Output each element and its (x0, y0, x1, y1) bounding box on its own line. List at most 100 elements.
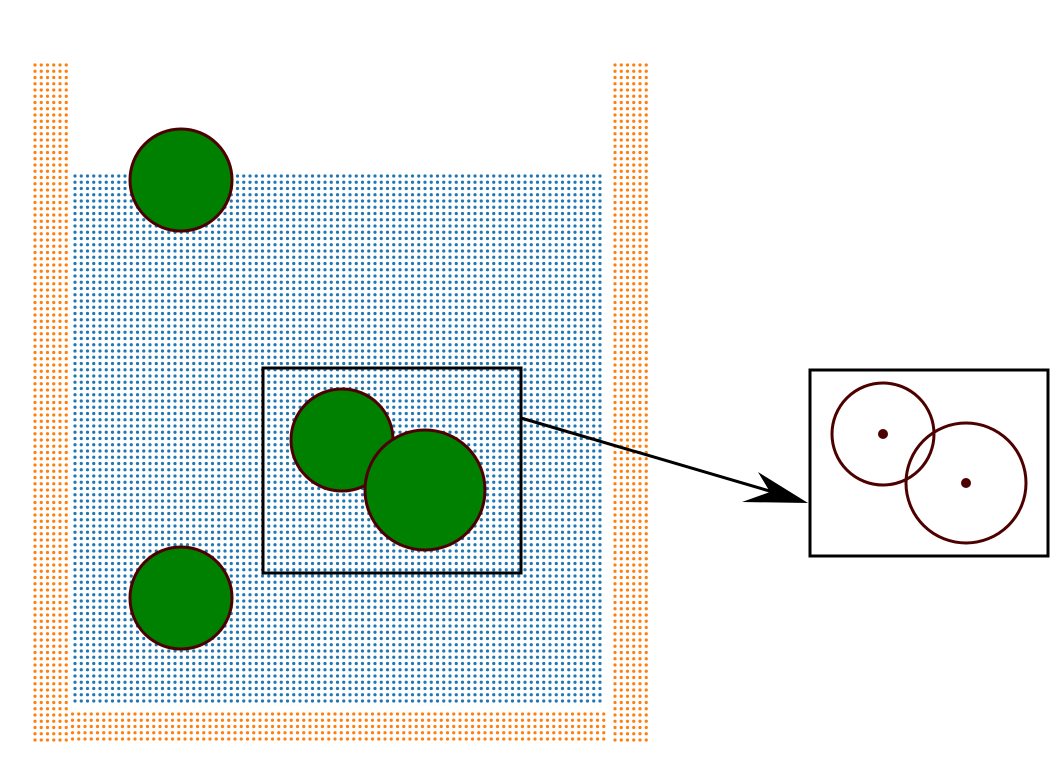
fluid-particle (385, 224, 390, 228)
fluid-particle (354, 336, 358, 341)
wall-particle (58, 338, 62, 342)
fluid-particle (442, 393, 446, 397)
fluid-particle (335, 318, 340, 322)
fluid-particle (179, 399, 183, 403)
fluid-particle (73, 199, 77, 203)
fluid-particle (304, 355, 308, 359)
fluid-particle (498, 236, 502, 241)
fluid-particle (348, 343, 352, 347)
fluid-particle (442, 380, 446, 384)
fluid-particle (242, 411, 246, 416)
fluid-particle (454, 374, 458, 378)
wall-particle (45, 107, 50, 111)
fluid-particle (560, 261, 565, 266)
wall-particle (45, 175, 50, 180)
fluid-particle (360, 261, 365, 266)
wall-particle (644, 532, 648, 536)
wall-particle (64, 557, 68, 561)
fluid-particle (404, 355, 408, 359)
fluid-particle (510, 236, 515, 241)
fluid-particle (373, 243, 377, 247)
fluid-particle (292, 355, 296, 359)
fluid-particle (479, 305, 483, 309)
fluid-particle (173, 318, 177, 322)
fluid-particle (492, 330, 496, 334)
fluid-particle (498, 336, 502, 341)
fluid-particle (542, 399, 546, 403)
wall-particle (145, 731, 150, 735)
fluid-particle (267, 186, 271, 191)
fluid-particle (585, 374, 590, 378)
wall-particle (52, 575, 56, 580)
wall-particle (58, 63, 62, 67)
fluid-particle (579, 268, 583, 272)
wall-particle (632, 238, 636, 242)
wall-particle (619, 563, 623, 567)
fluid-particle (510, 230, 515, 234)
fluid-particle (279, 218, 283, 222)
wall-particle (625, 244, 630, 248)
fluid-particle (317, 255, 321, 259)
wall-particle (302, 712, 306, 716)
fluid-particle (585, 249, 590, 253)
wall-particle (45, 494, 50, 498)
fluid-particle (360, 268, 365, 272)
fluid-particle (98, 236, 102, 241)
fluid-particle (273, 230, 277, 234)
wall-particle (613, 619, 617, 623)
fluid-particle (154, 349, 158, 353)
wall-particle (577, 718, 581, 722)
fluid-particle (242, 230, 246, 234)
wall-particle (625, 432, 630, 436)
wall-particle (470, 737, 475, 741)
wall-particle (613, 725, 617, 730)
wall-particle (613, 644, 617, 648)
fluid-particle (554, 299, 558, 303)
wall-particle (208, 718, 212, 722)
wall-particle (644, 119, 648, 123)
wall-particle (552, 737, 556, 741)
wall-particle (539, 731, 543, 735)
fluid-particle (85, 299, 90, 303)
wall-particle (625, 475, 630, 480)
fluid-particle (354, 318, 358, 322)
fluid-particle (298, 180, 302, 184)
fluid-particle (117, 224, 121, 228)
wall-particle (644, 625, 648, 630)
fluid-particle (104, 261, 108, 266)
wall-particle (644, 169, 648, 173)
wall-particle (58, 469, 62, 473)
fluid-particle (73, 393, 77, 397)
fluid-particle (554, 205, 558, 209)
fluid-particle (110, 368, 115, 372)
wall-particle (64, 525, 68, 530)
fluid-particle (267, 280, 271, 284)
fluid-particle (242, 343, 246, 347)
fluid-particle (592, 243, 596, 247)
fluid-particle (554, 374, 558, 378)
fluid-particle (92, 405, 96, 409)
wall-particle (638, 719, 642, 723)
fluid-particle (110, 174, 115, 178)
fluid-particle (210, 355, 215, 359)
fluid-particle (454, 180, 458, 184)
fluid-particle (354, 224, 358, 228)
wall-particle (533, 712, 537, 716)
fluid-particle (498, 268, 502, 272)
fluid-particle (423, 318, 427, 322)
fluid-particle (135, 305, 140, 309)
fluid-particle (354, 218, 358, 222)
wall-particle (58, 588, 62, 592)
fluid-particle (373, 330, 377, 334)
fluid-particle (173, 249, 177, 253)
fluid-particle (173, 399, 177, 403)
fluid-particle (460, 211, 465, 216)
fluid-particle (217, 230, 221, 234)
fluid-particle (73, 355, 77, 359)
wall-particle (638, 275, 642, 280)
wall-particle (613, 650, 617, 655)
fluid-particle (373, 274, 377, 278)
fluid-particle (454, 386, 458, 391)
fluid-particle (367, 293, 371, 297)
fluid-particle (285, 249, 290, 253)
